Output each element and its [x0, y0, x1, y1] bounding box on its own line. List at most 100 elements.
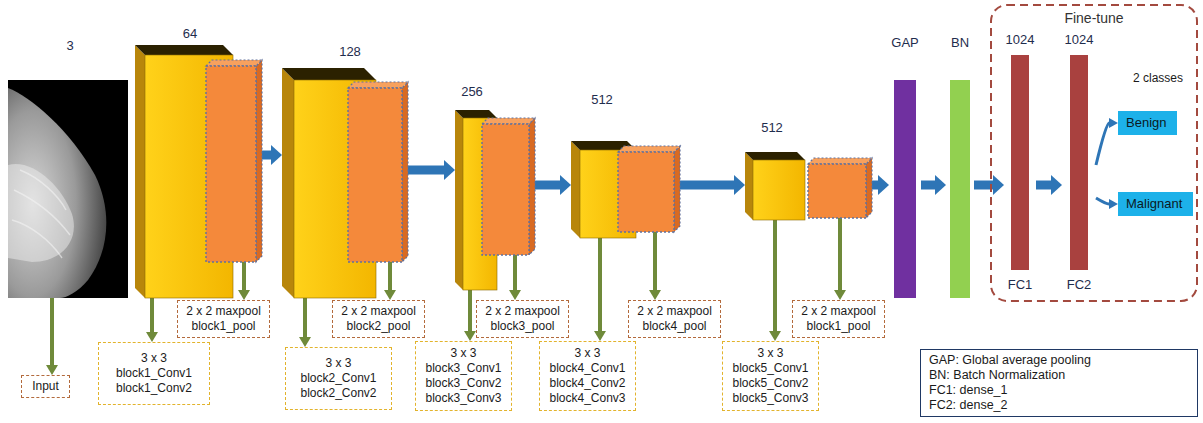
node-outline: [571, 91, 680, 238]
arrow-head: [834, 290, 846, 300]
connector-line: [773, 220, 777, 331]
pool-face: [348, 88, 402, 262]
legend-entry: BN: Batch Normalization: [929, 368, 1189, 383]
conv-block: 256: [455, 83, 535, 290]
connector-line: [50, 298, 54, 365]
label-text: block2_pool: [340, 319, 417, 334]
node-outline: [282, 43, 408, 298]
pointer-arrow: [649, 232, 661, 300]
pool-side: [256, 60, 262, 262]
legend-entry: FC2: dense_2: [929, 398, 1189, 413]
flow-arrow: [262, 145, 282, 165]
pool-top: [808, 158, 872, 164]
label-text: block1_pool: [800, 319, 877, 334]
conv-side: [745, 152, 753, 220]
node-text: 512: [591, 92, 613, 108]
arrow-head: [935, 175, 946, 195]
arrow-head: [734, 175, 745, 195]
legend-text: BN: Batch Normalization: [929, 368, 1065, 382]
connector-line: [408, 166, 444, 175]
arrow-head: [649, 290, 661, 300]
arrow-head: [464, 331, 476, 341]
finetune-region: Fine-tune1024FC11024FC2BenignMalignant: [990, 4, 1198, 302]
label-text: block3_Conv2: [424, 376, 503, 391]
connector-line: [838, 218, 842, 290]
layer-bar: [894, 80, 916, 298]
input-image: 3: [8, 36, 128, 298]
conv-block: 64: [135, 25, 262, 298]
connector-line: [535, 181, 560, 190]
legend-text: FC1: dense_1: [929, 383, 1008, 397]
connector-line: [680, 181, 734, 190]
label-text: 2 x 2 maxpool: [636, 304, 713, 319]
node-outline-group: [282, 68, 408, 298]
node-text: FC2: [1067, 277, 1092, 293]
pool-top: [206, 60, 262, 66]
flow-arrow: [408, 160, 455, 180]
pool-top: [618, 146, 680, 152]
label-text: 3 x 3: [294, 356, 383, 371]
legend-text: FC2: dense_2: [929, 398, 1008, 412]
label-box: 3 x 3block2_Conv1block2_Conv2: [285, 347, 392, 410]
output-arrow: [1096, 198, 1118, 209]
label-text: Input: [31, 379, 60, 394]
node-outline: [8, 36, 128, 298]
label-text: block4_Conv2: [548, 376, 627, 391]
node-text: 512: [761, 120, 783, 136]
connector-line: [872, 181, 878, 190]
bn-layer: BN: [946, 34, 974, 298]
class-box: Malignant: [1118, 192, 1193, 216]
label-text: block2_Conv2: [294, 386, 383, 401]
pointer-arrow: [384, 262, 396, 300]
connector-line: [262, 151, 271, 160]
label-text: block1_Conv1: [107, 366, 201, 381]
arrow-head: [993, 175, 1004, 195]
pool-top: [482, 118, 535, 124]
node-text: 256: [461, 84, 483, 100]
arrow-head: [146, 332, 158, 342]
conv-block: 128: [282, 43, 408, 298]
label-text: 2 x 2 maxpool: [800, 304, 877, 319]
free-label: 2 classes: [1133, 71, 1183, 85]
class-text: Benign: [1126, 115, 1166, 130]
connector-line: [303, 298, 307, 337]
node-text: 1024: [1065, 32, 1094, 48]
label-text: 3 x 3: [731, 346, 810, 361]
arrow-head: [878, 175, 889, 195]
label-box: 2 x 2 maxpoolblock3_pool: [476, 300, 569, 338]
pointer-arrow: [464, 290, 476, 341]
conv-block: 512: [745, 119, 872, 220]
connector-line: [1036, 181, 1051, 190]
label-text: 3 x 3: [548, 346, 627, 361]
connector-line: [1096, 123, 1109, 165]
conv-top: [282, 68, 376, 80]
conv-side: [282, 68, 294, 298]
arrow-head: [271, 145, 282, 165]
label-box: Input: [21, 375, 70, 398]
conv-top: [455, 110, 497, 118]
arrow-head: [384, 290, 396, 300]
arrow-head: [46, 365, 58, 375]
node-text: BN: [951, 35, 969, 51]
flow-arrow: [680, 175, 745, 195]
class-text: Malignant: [1126, 196, 1182, 211]
label-text: block4_pool: [636, 319, 713, 334]
pool-face: [206, 66, 256, 262]
pointer-arrow: [46, 298, 58, 375]
label-text: block3_pool: [484, 319, 561, 334]
pool-face: [482, 124, 529, 255]
label-text: block5_Conv1: [731, 361, 810, 376]
node-text: GAP: [891, 35, 918, 51]
label-text: block2_Conv1: [294, 371, 383, 386]
arrow-head: [769, 331, 781, 341]
pool-side: [866, 158, 872, 218]
label-box: 3 x 3block3_Conv1block3_Conv2block3_Conv…: [415, 341, 512, 411]
node-outline-group: [950, 80, 970, 298]
dense-tissue: [8, 164, 74, 262]
conv-side: [571, 141, 580, 238]
node-outline-group: [745, 152, 872, 220]
connector-line: [388, 262, 392, 290]
node-outline: [455, 83, 535, 290]
legend-entry: GAP: Global average pooling: [929, 353, 1189, 368]
